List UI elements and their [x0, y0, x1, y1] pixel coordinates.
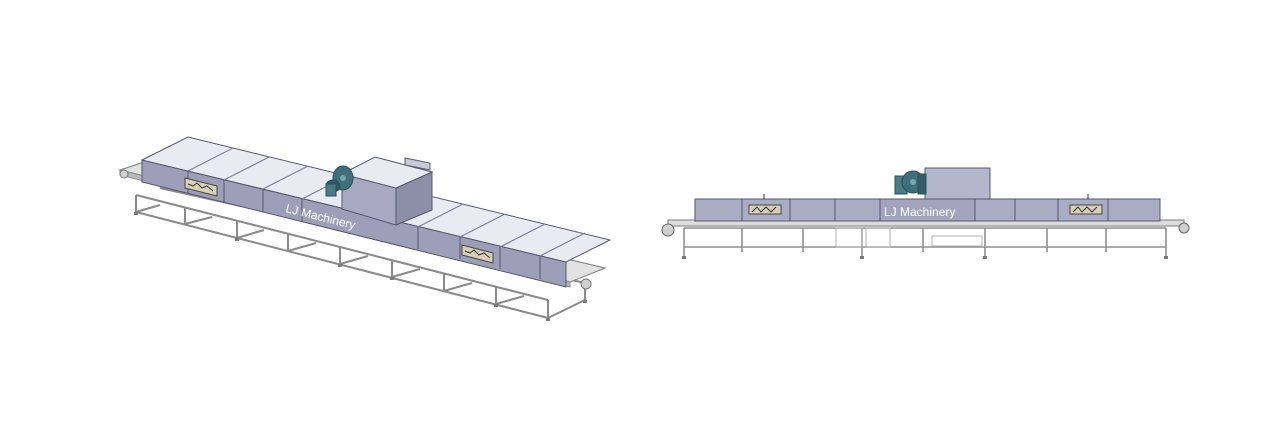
- side-belt-roller-left: [661, 223, 675, 237]
- side-top-handles: [763, 194, 1089, 199]
- iso-inspection-window-right: [461, 244, 494, 264]
- iso-exhaust-stub: [404, 157, 431, 171]
- side-under-detail: [835, 227, 983, 248]
- side-belt-roller-right: [1178, 222, 1190, 234]
- side-support-frame: [683, 227, 1167, 256]
- iso-feet: [134, 212, 587, 321]
- side-inspection-window-right: [1069, 204, 1103, 215]
- iso-blower-fan: [325, 165, 354, 197]
- iso-inspection-window-left: [184, 177, 218, 197]
- side-blower-fan: [894, 170, 927, 195]
- side-inspection-window-left: [748, 204, 782, 215]
- side-hood-box: [879, 167, 991, 222]
- side-watermark: LJ Machinery: [884, 205, 955, 219]
- iso-belt-roller-left: [119, 169, 129, 179]
- iso-top-panels: [187, 147, 586, 257]
- iso-belt-roller-right: [580, 278, 592, 290]
- iso-hood-box: [340, 156, 434, 226]
- side-feet: [682, 256, 1168, 259]
- isometric-view: LJ Machinery: [117, 136, 612, 321]
